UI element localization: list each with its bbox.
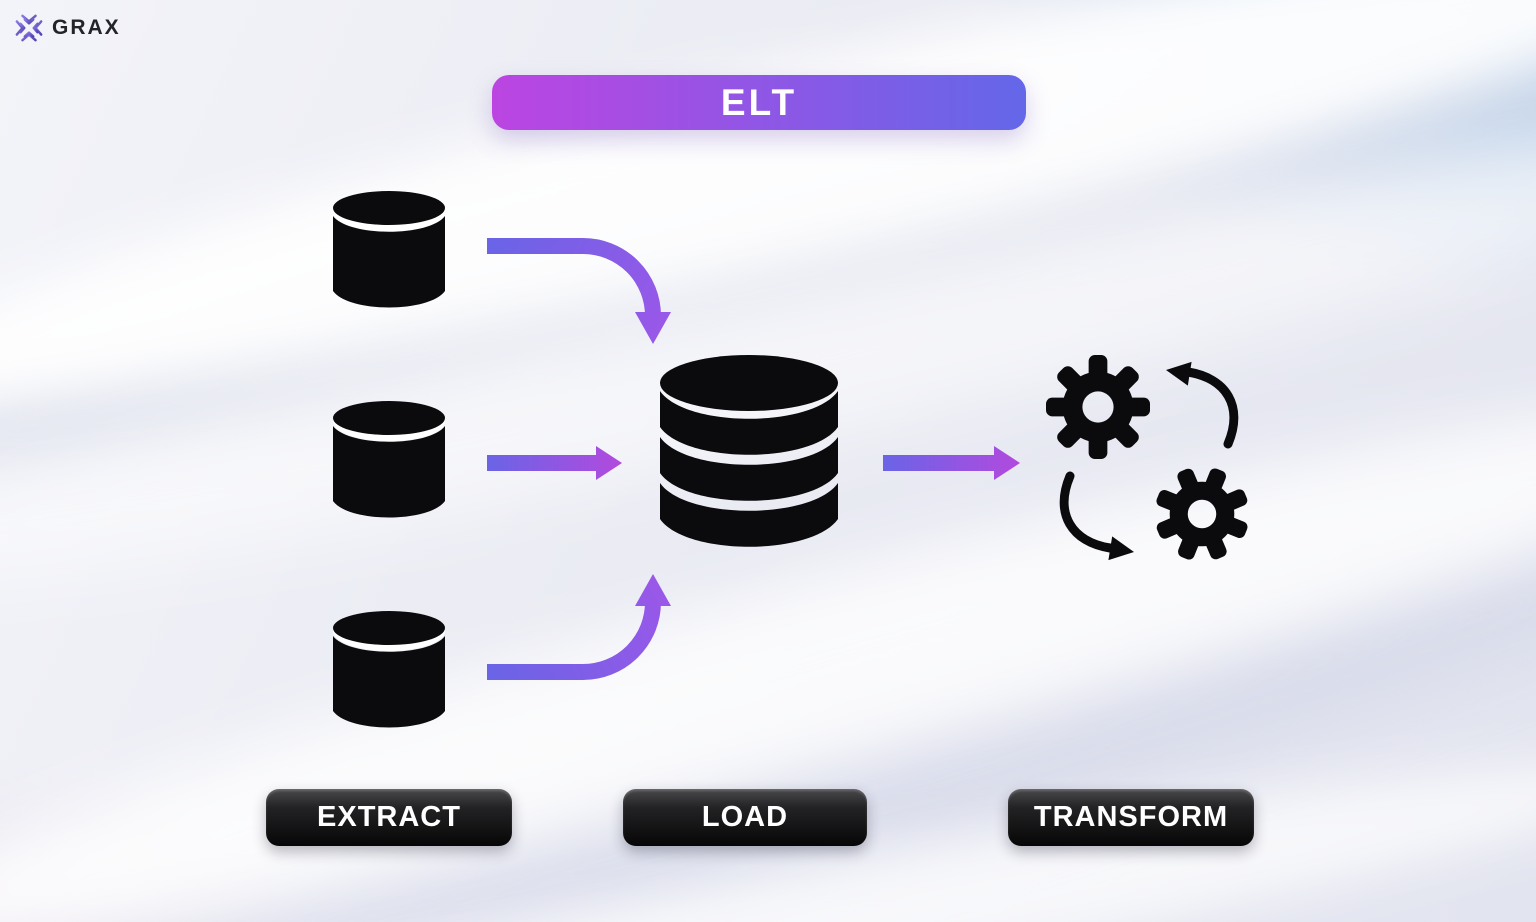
source-database-icon-1 <box>333 191 445 308</box>
arrow-extract-bottom <box>487 574 671 680</box>
stage-label-load: LOAD <box>623 789 867 846</box>
grax-snowflake-icon <box>15 14 43 42</box>
source-database-icon-2 <box>333 401 445 518</box>
gear-icon-top <box>1046 355 1150 459</box>
grax-logo: GRAX <box>14 13 121 43</box>
stage-label-extract: EXTRACT <box>266 789 512 846</box>
arrow-load-to-transform <box>883 446 1020 480</box>
grax-wordmark: GRAX <box>52 16 121 39</box>
transform-label-text: TRANSFORM <box>1033 801 1229 833</box>
source-database-icon-3 <box>333 611 445 728</box>
sync-arrow-up-icon <box>1166 361 1239 449</box>
elt-title-banner: ELT <box>492 75 1026 130</box>
arrow-extract-top <box>487 238 671 344</box>
load-label-text: LOAD <box>701 801 789 833</box>
sync-arrow-down-icon <box>1059 471 1134 561</box>
warehouse-database-icon <box>660 355 838 547</box>
arrow-extract-middle <box>487 446 622 480</box>
elt-title-text: ELT <box>720 81 798 123</box>
stage-label-transform: TRANSFORM <box>1008 789 1254 846</box>
extract-label-text: EXTRACT <box>317 801 461 833</box>
gear-icon-bottom <box>1140 452 1264 576</box>
